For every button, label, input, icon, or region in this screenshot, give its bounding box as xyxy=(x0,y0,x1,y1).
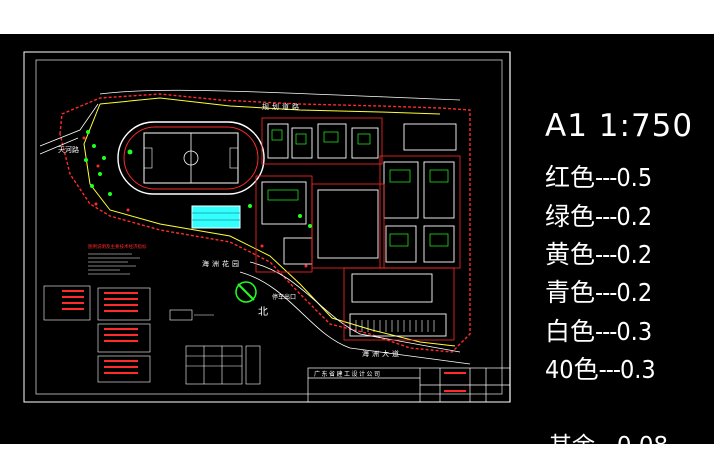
running-track xyxy=(123,126,259,190)
legend-dashes: --- xyxy=(595,433,618,459)
north-label: 北 xyxy=(258,306,268,318)
swimming-pool xyxy=(191,205,241,229)
legend-dashes: --- xyxy=(598,355,621,384)
legend-row-red: 红色---0.5 xyxy=(545,158,652,194)
legend-row-cyan: 青色---0.2 xyxy=(545,273,652,309)
road-bottom-label: 海洲大道 xyxy=(362,349,402,358)
legend-row-40: 40色---0.3 xyxy=(545,350,656,386)
sheet-scale-title: A1 1:750 xyxy=(545,108,694,144)
legend-note-title: 图例说明及主要技术经济指标 xyxy=(88,243,147,250)
running-track-outer xyxy=(117,121,265,195)
inner-frame xyxy=(35,59,503,395)
legend-color-name: 绿色 xyxy=(545,202,596,231)
north-arrow-icon xyxy=(235,281,257,303)
legend-weight-value: 0.2 xyxy=(616,202,653,231)
legend-weight-value: 0.3 xyxy=(616,317,653,346)
road-top-label: 规划道路 xyxy=(262,102,302,111)
legend-weight-value: 0.3 xyxy=(619,355,656,384)
title-block xyxy=(307,367,511,403)
legend-dashes: --- xyxy=(595,317,617,346)
legend-color-name: 红色 xyxy=(545,163,596,192)
legend-dashes: --- xyxy=(595,278,617,307)
parking-label: 停车出口 xyxy=(272,293,296,301)
road-left-label: 天河路 xyxy=(58,145,79,154)
legend-weight-value: 0.2 xyxy=(616,278,653,307)
garden-label: 海洲花园 xyxy=(202,259,242,268)
legend-row-yellow: 黄色---0.2 xyxy=(545,235,652,271)
schedule-tables xyxy=(43,285,151,383)
legend-row-rest: 其余---0.08 xyxy=(549,426,668,460)
line-weight-legend: A1 1:750 红色---0.5 绿色---0.2 黄色---0.2 青色--… xyxy=(515,70,714,476)
legend-dashes: --- xyxy=(595,163,617,192)
building-blocks xyxy=(261,123,457,337)
site-plan-drawing: 规划道路 天河路 海洲花园 停车出口 海洲大道 北 图例说明及主要技术经济指标 xyxy=(23,51,511,403)
legend-weight-value: 0.5 xyxy=(616,163,653,192)
legend-color-name: 其余 xyxy=(549,433,595,459)
legend-weight-value: 0.08 xyxy=(616,433,669,459)
legend-color-name: 40色 xyxy=(545,355,599,384)
legend-row-green: 绿色---0.2 xyxy=(545,197,652,233)
legend-weight-value: 0.2 xyxy=(616,240,653,269)
legend-color-name: 白色 xyxy=(545,317,596,346)
site-boundary xyxy=(59,93,471,353)
legend-dashes: --- xyxy=(595,202,617,231)
company-label: 广东省建工设计公司 xyxy=(314,370,382,378)
legend-color-name: 青色 xyxy=(545,278,596,307)
legend-row-white: 白色---0.3 xyxy=(545,312,652,348)
cad-viewport[interactable]: 规划道路 天河路 海洲花园 停车出口 海洲大道 北 图例说明及主要技术经济指标 xyxy=(0,34,714,459)
legend-dashes: --- xyxy=(595,240,617,269)
legend-color-name: 黄色 xyxy=(545,240,596,269)
